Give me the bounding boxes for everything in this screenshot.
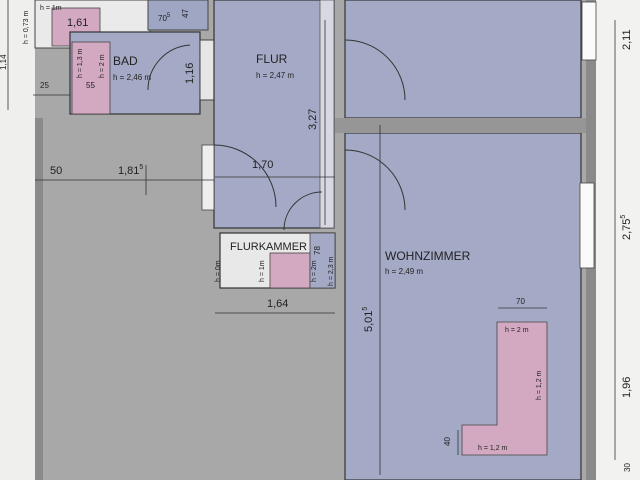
window-top-right xyxy=(581,1,597,61)
flur-height: h = 2,47 m xyxy=(256,71,294,80)
dim-50: 50 xyxy=(50,165,62,177)
dim-78: 78 xyxy=(313,246,322,255)
dim-3-27: 3,27 xyxy=(307,109,319,130)
wohnzimmer-door-swing xyxy=(344,149,406,211)
dim-1-64: 1,64 xyxy=(267,298,288,310)
dim-2-75: 2,755 xyxy=(620,215,633,240)
slope-h13m: h = 1,3 m xyxy=(77,48,84,78)
dim-2-11: 2,11 xyxy=(621,29,633,50)
slope-h073m: h = 0,73 m xyxy=(23,11,30,44)
wohnzimmer-height: h = 2,49 m xyxy=(385,267,423,276)
window-right xyxy=(579,182,595,269)
slope-h12m-horiz: h = 1,2 m xyxy=(478,445,508,452)
wall-west xyxy=(35,118,43,480)
slope-h12m-vert: h = 1,2 m xyxy=(536,370,543,400)
bad-height: h = 2,46 m xyxy=(113,73,151,82)
flurkammer-name: FLURKAMMER xyxy=(230,241,307,253)
dim-1-70: 1,70 xyxy=(252,159,273,171)
slope-h2m-fk: h = 2m xyxy=(311,260,318,282)
dim-55: 55 xyxy=(86,81,95,90)
slope-h1m-fk: h = 1m xyxy=(259,260,266,282)
wall-corridor xyxy=(335,118,586,133)
bad-name: BAD xyxy=(113,54,138,68)
flur-door-swing xyxy=(213,144,277,208)
upper-right-door-swing xyxy=(344,39,406,101)
dim-1-14: 1,14 xyxy=(0,54,8,70)
dim-47: 47 xyxy=(181,9,190,18)
dim-1-81: 1,815 xyxy=(118,164,143,177)
left-margin xyxy=(0,0,35,480)
flurkammer-door-swing xyxy=(283,191,323,231)
bad-door-swing xyxy=(147,44,191,91)
dim-1-16: 1,16 xyxy=(184,63,196,84)
dimension-lines xyxy=(7,0,616,475)
dim-70-5: 705 xyxy=(158,13,171,23)
dim-40: 40 xyxy=(443,437,452,446)
upper-right-room xyxy=(344,0,582,119)
bad-wall-strip xyxy=(199,39,215,101)
slope-h2m-wz: h = 2 m xyxy=(505,327,529,334)
wohnzimmer-name: WOHNZIMMER xyxy=(385,249,471,263)
flur-name: FLUR xyxy=(256,52,288,66)
slope-h1m-top: h = 1m xyxy=(40,5,62,12)
dim-1-96: 1,96 xyxy=(621,377,633,398)
dim-5-01: 5,015 xyxy=(362,307,375,332)
bad-slope xyxy=(71,41,111,115)
dim-1-61: 1,61 xyxy=(67,17,88,29)
flurkammer-strip xyxy=(309,232,336,289)
flur-stair xyxy=(319,0,335,229)
dim-70-wz: 70 xyxy=(516,297,525,306)
flur-door-jamb xyxy=(201,144,215,211)
slope-h23m: h = 2,3 m xyxy=(328,256,335,286)
dim-25: 25 xyxy=(40,81,49,90)
dim-30: 30 xyxy=(623,463,632,472)
slope-h2m-bad: h = 2 m xyxy=(99,54,106,78)
top-left-closet xyxy=(147,0,209,31)
wohnzimmer-slope xyxy=(461,321,548,456)
flurkammer-slope xyxy=(269,252,311,289)
slope-h0m: h = 0m xyxy=(215,260,222,282)
